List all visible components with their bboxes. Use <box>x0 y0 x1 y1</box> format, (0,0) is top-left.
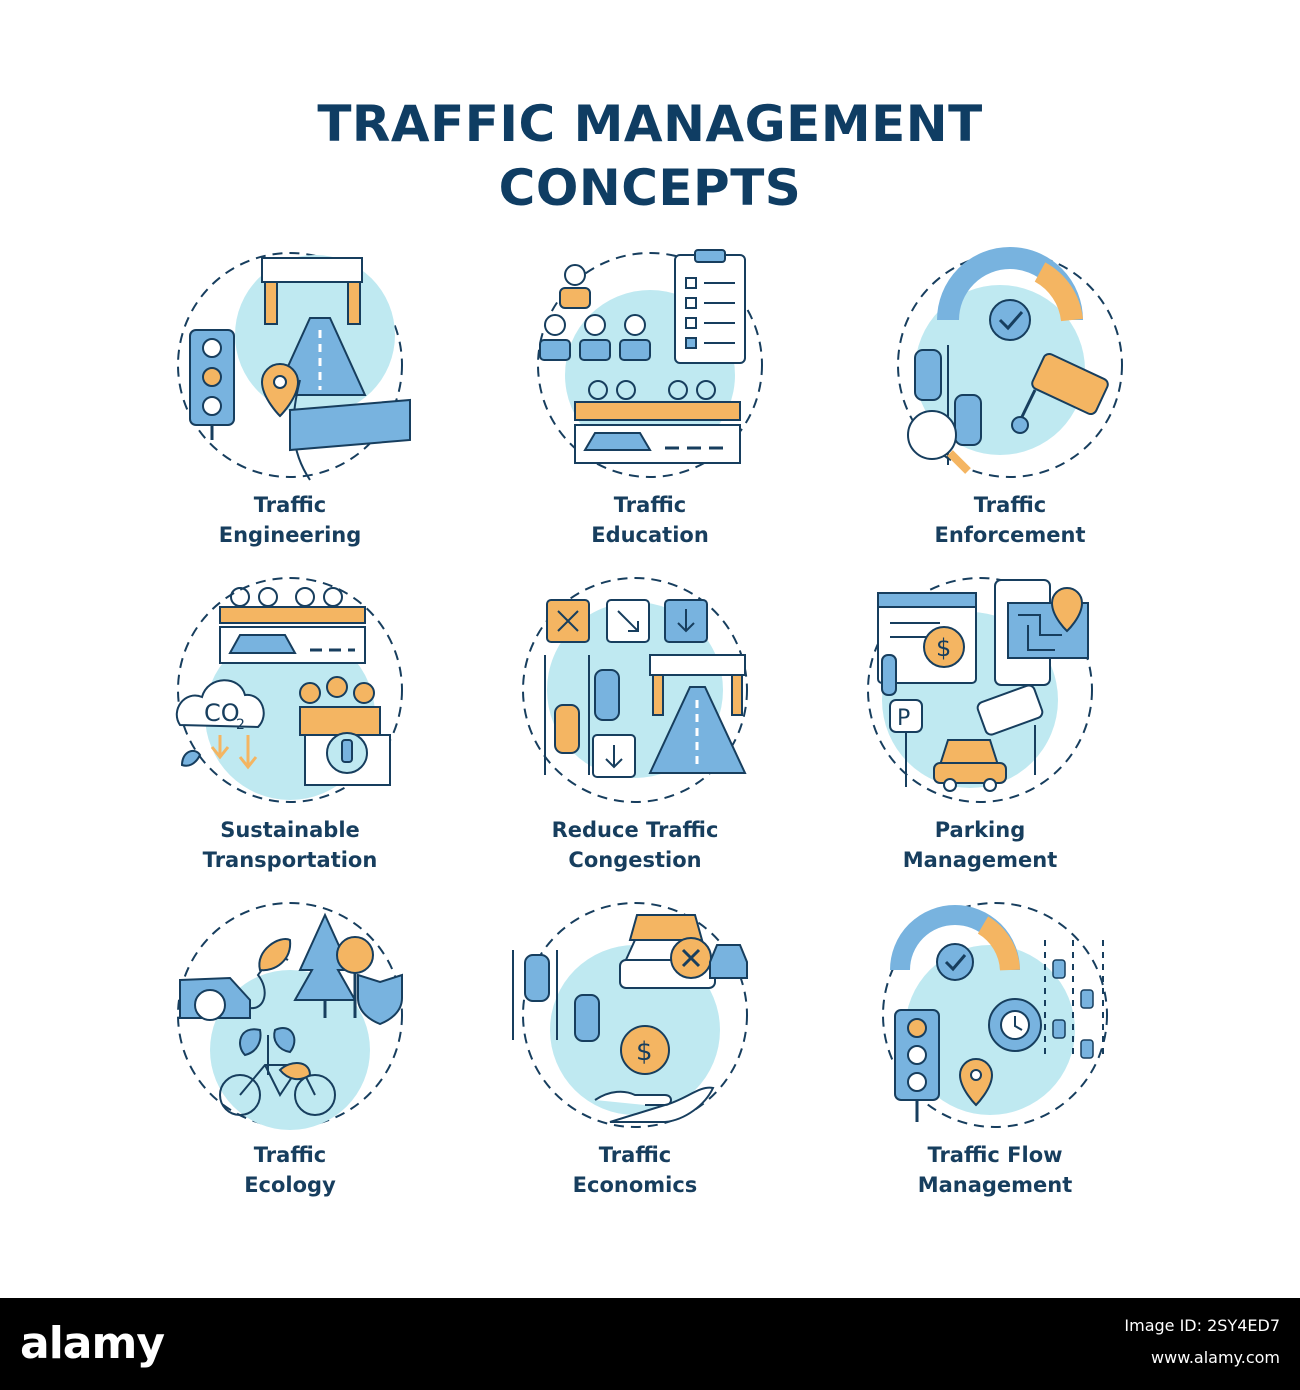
traffic-economics-icon: $ <box>512 902 748 1128</box>
concept-label: Traffic Economics <box>475 1140 795 1200</box>
dollar-text: $ <box>936 634 951 662</box>
concept-label: Reduce Traffic Congestion <box>475 815 795 875</box>
label-line-1: Sustainable <box>220 818 360 842</box>
label-line-1: Traffic Flow <box>927 1143 1063 1167</box>
dollar-coin-text: $ <box>636 1037 653 1067</box>
label-line-2: Ecology <box>244 1173 336 1197</box>
site-url: www.alamy.com <box>1151 1348 1280 1367</box>
co2-text: CO <box>204 699 240 727</box>
traffic-flow-icon <box>882 902 1108 1128</box>
label-line-1: Parking <box>934 818 1026 842</box>
concept-label: Traffic Enforcement <box>850 490 1170 550</box>
label-line-2: Transportation <box>202 848 378 872</box>
label-line-2: Education <box>591 523 709 547</box>
page-title: TRAFFIC MANAGEMENT CONCEPTS <box>0 92 1300 220</box>
label-line-2: Congestion <box>568 848 702 872</box>
concept-label: Traffic Education <box>490 490 810 550</box>
alamy-logo: alamy <box>20 1318 165 1369</box>
label-line-1: Traffic <box>973 493 1047 517</box>
concept-traffic-enforcement: Traffic Enforcement <box>860 247 1160 570</box>
label-line-1: Traffic <box>598 1143 672 1167</box>
concept-traffic-engineering: Traffic Engineering <box>140 250 440 570</box>
concept-label: Parking Management <box>820 815 1140 875</box>
title-line-1: TRAFFIC MANAGEMENT <box>317 95 983 153</box>
image-id: Image ID: 2SY4ED7 <box>1124 1316 1280 1335</box>
concept-parking-management: $ P Parking Management <box>830 575 1130 895</box>
concept-traffic-flow-management: Traffic Flow Management <box>845 900 1145 1220</box>
concept-reduce-traffic-congestion: Reduce Traffic Congestion <box>485 575 785 895</box>
label-line-2: Economics <box>572 1173 698 1197</box>
concept-traffic-ecology: Traffic Ecology <box>140 900 440 1220</box>
title-line-2: CONCEPTS <box>498 159 802 217</box>
concept-label: Traffic Engineering <box>130 490 450 550</box>
concept-label: Traffic Ecology <box>130 1140 450 1200</box>
label-line-1: Traffic <box>253 493 327 517</box>
image-info: Image ID: 2SY4ED7 www.alamy.com <box>1124 1310 1280 1374</box>
traffic-ecology-icon <box>177 902 403 1130</box>
concept-label: Sustainable Transportation <box>130 815 450 875</box>
label-line-1: Traffic <box>613 493 687 517</box>
concept-sustainable-transportation: CO 2 Sustainable Transportation <box>140 575 440 895</box>
label-line-2: Management <box>917 1173 1073 1197</box>
parking-management-icon: $ P <box>867 577 1093 803</box>
reduce-congestion-icon <box>522 577 748 803</box>
sustainable-transportation-icon: CO 2 <box>175 577 403 803</box>
stock-footer: alamy Image ID: 2SY4ED7 www.alamy.com <box>0 1298 1300 1390</box>
label-line-2: Enforcement <box>934 523 1086 547</box>
label-line-1: Reduce Traffic <box>551 818 719 842</box>
label-line-2: Management <box>902 848 1058 872</box>
concept-traffic-education: Traffic Education <box>500 249 800 570</box>
traffic-engineering-icon <box>177 252 411 481</box>
co2-subscript: 2 <box>236 717 245 733</box>
traffic-enforcement-icon <box>897 247 1123 478</box>
label-line-2: Engineering <box>218 523 362 547</box>
label-line-1: Traffic <box>253 1143 327 1167</box>
parking-sign-text: P <box>897 706 910 731</box>
concept-label: Traffic Flow Management <box>835 1140 1155 1200</box>
concept-traffic-economics: $ Traffic Economics <box>485 900 785 1220</box>
traffic-education-icon <box>537 249 763 478</box>
